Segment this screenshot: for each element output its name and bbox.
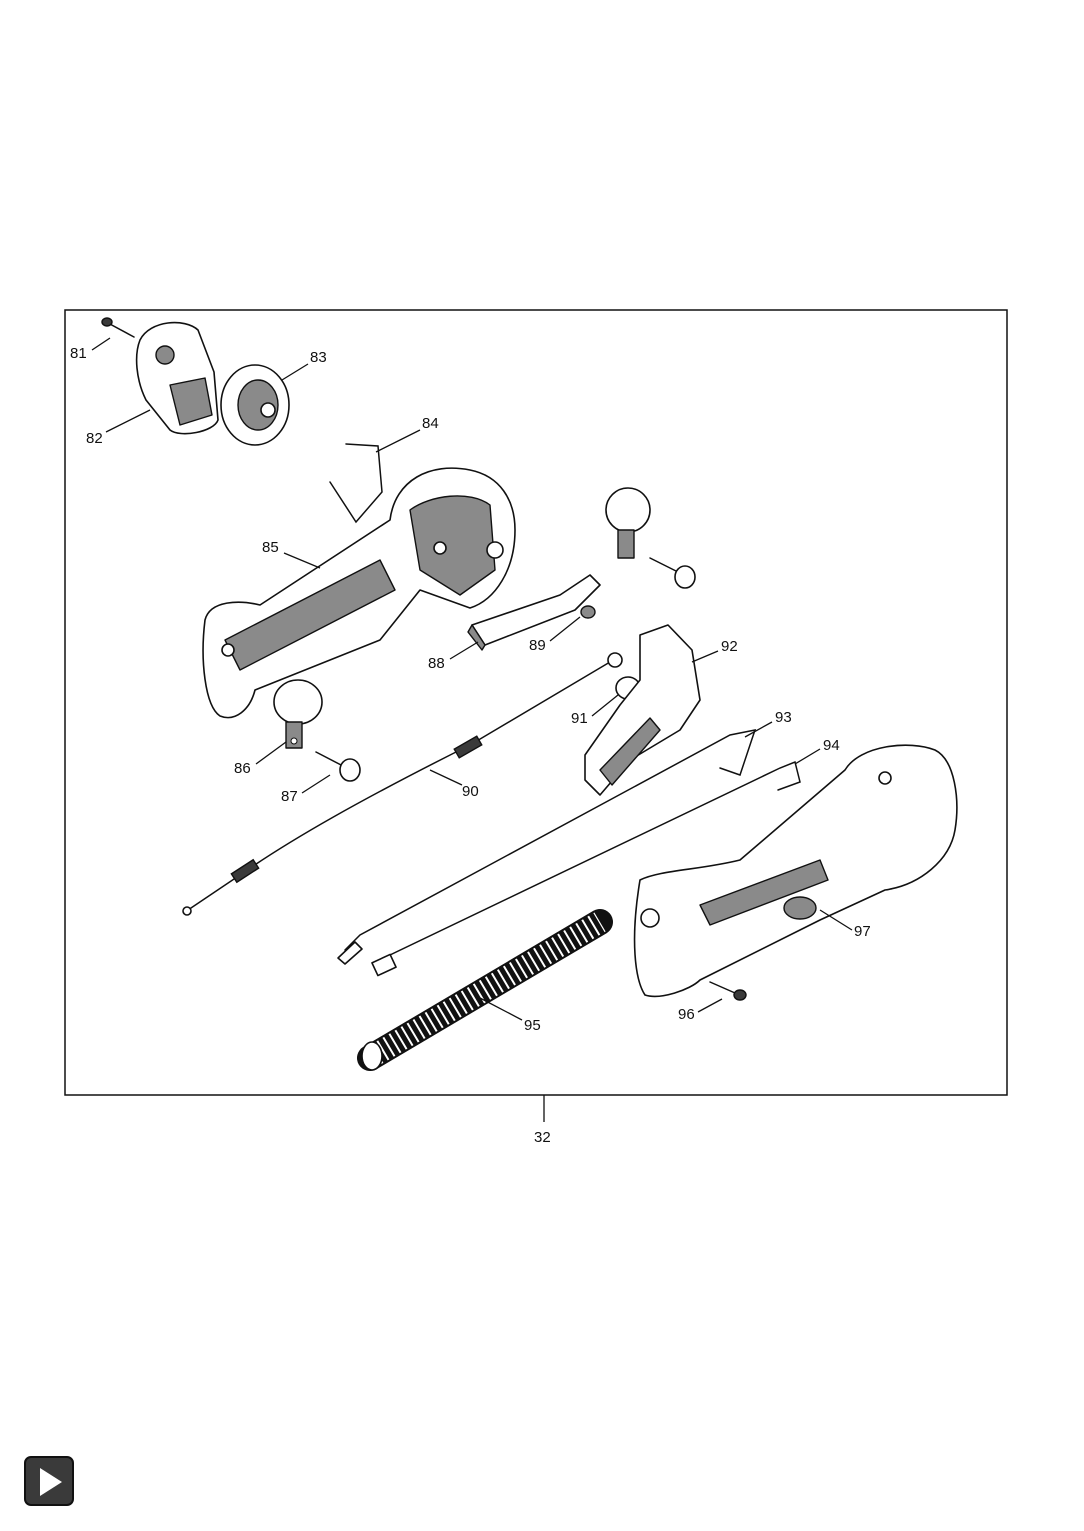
part-82-cover	[135, 321, 219, 435]
callout-85: 85	[262, 539, 279, 556]
diagram-frame	[64, 309, 1008, 1096]
part-93-wire	[337, 729, 757, 965]
part-86-clamp-upper	[605, 487, 696, 589]
part-92-trigger	[584, 624, 701, 796]
assembly-ref-label: 32	[534, 1129, 551, 1146]
callout-leaders	[91, 337, 853, 1021]
callout-86: 86	[234, 760, 251, 777]
part-96-screw	[709, 981, 747, 1001]
callout-83: 83	[310, 349, 327, 366]
part-83-knob	[220, 364, 290, 446]
callout-93: 93	[775, 709, 792, 726]
part-89-spring	[580, 605, 596, 619]
callout-92: 92	[721, 638, 738, 655]
callout-89: 89	[529, 637, 546, 654]
part-85-handle-half	[202, 467, 516, 719]
part-84-spring	[329, 443, 383, 524]
callout-88: 88	[428, 655, 445, 672]
callout-87: 87	[281, 788, 298, 805]
part-87-bolt	[315, 751, 361, 782]
part-88-lever	[467, 574, 601, 651]
play-icon	[40, 1468, 62, 1496]
next-page-button[interactable]	[24, 1456, 74, 1506]
callout-97: 97	[854, 923, 871, 940]
callout-81: 81	[70, 345, 87, 362]
callout-84: 84	[422, 415, 439, 432]
callout-90: 90	[462, 783, 479, 800]
part-95-tube	[357, 909, 613, 1071]
callout-96: 96	[678, 1006, 695, 1023]
callout-91: 91	[571, 710, 588, 727]
part-81-screw	[101, 317, 135, 338]
part-94-wire	[371, 760, 801, 977]
part-86-clamp	[273, 679, 323, 749]
part-90-cable	[182, 652, 623, 916]
part-97-handle-half	[633, 744, 958, 998]
callout-95: 95	[524, 1017, 541, 1034]
callout-82: 82	[86, 430, 103, 447]
callout-94: 94	[823, 737, 840, 754]
